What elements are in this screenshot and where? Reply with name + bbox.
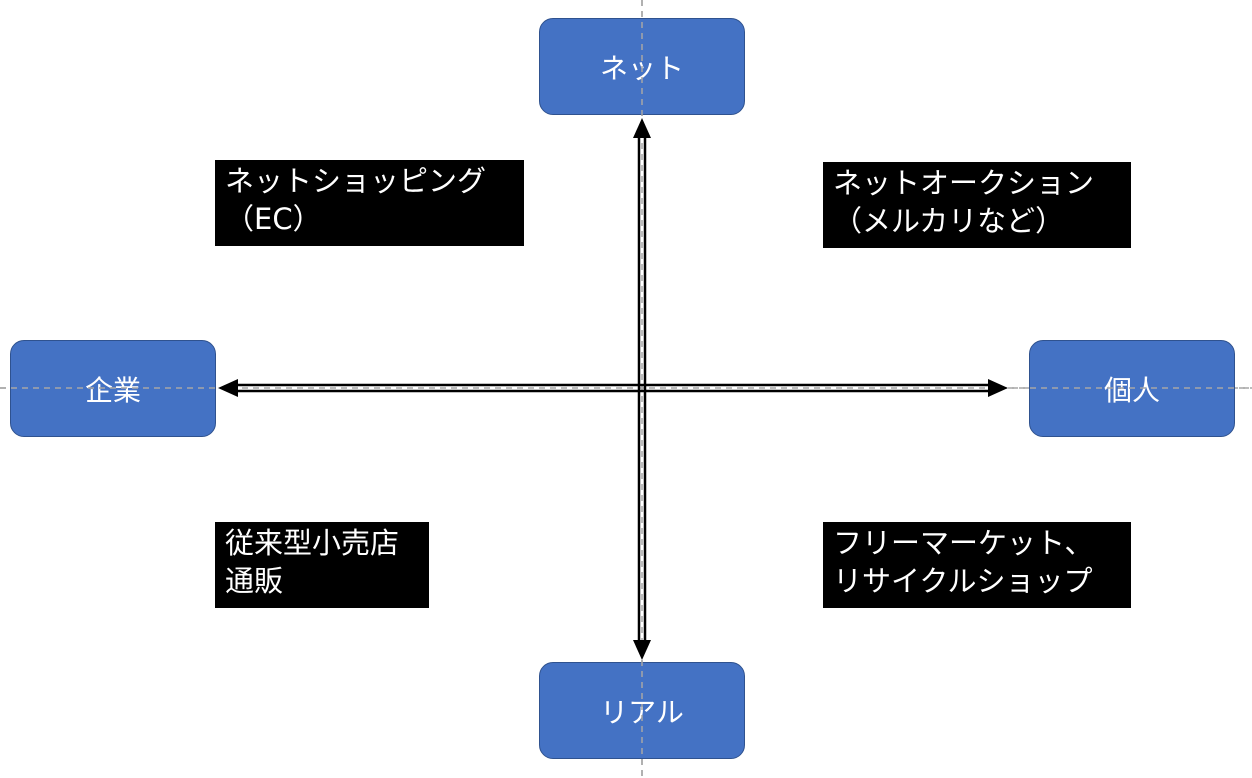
- quadrant-top-right-line-2: （メルカリなど）: [833, 204, 1065, 238]
- quadrant-top-right-line-1: ネットオークション: [833, 166, 1095, 200]
- arrowhead-left: [218, 379, 238, 397]
- quadrant-bottom-right: フリーマーケット、 リサイクルショップ: [823, 522, 1131, 608]
- vertical-axis-arrow: [633, 118, 651, 660]
- quadrant-bottom-left: 従来型小売店 通販: [215, 522, 429, 608]
- horizontal-axis-arrow: [218, 379, 1008, 397]
- axis-node-individual-label: 個人: [1103, 373, 1160, 407]
- quadrant-top-left: ネットショッピング （EC）: [215, 160, 524, 246]
- quadrant-top-left-line-1: ネットショッピング: [225, 164, 487, 198]
- quadrant-top-left-line-2: （EC）: [225, 202, 322, 236]
- arrowhead-right: [988, 379, 1008, 397]
- quadrant-bottom-right-line-2: リサイクルショップ: [833, 564, 1093, 598]
- axis-node-individual: 個人: [1029, 340, 1235, 437]
- axis-node-real-label: リアル: [600, 695, 684, 729]
- quadrant-bottom-left-line-2: 通販: [225, 564, 284, 598]
- axis-node-company-label: 企業: [84, 373, 141, 407]
- axis-node-net-label: ネット: [599, 51, 684, 85]
- axis-node-real: リアル: [539, 662, 745, 759]
- arrowhead-down: [633, 640, 651, 660]
- arrowhead-up: [633, 118, 651, 138]
- quadrant-bottom-right-line-1: フリーマーケット、: [833, 526, 1094, 560]
- axis-node-company: 企業: [10, 340, 216, 437]
- axis-node-net: ネット: [539, 18, 745, 115]
- quadrant-bottom-left-line-1: 従来型小売店: [225, 526, 400, 560]
- quadrant-top-right: ネットオークション （メルカリなど）: [823, 162, 1131, 248]
